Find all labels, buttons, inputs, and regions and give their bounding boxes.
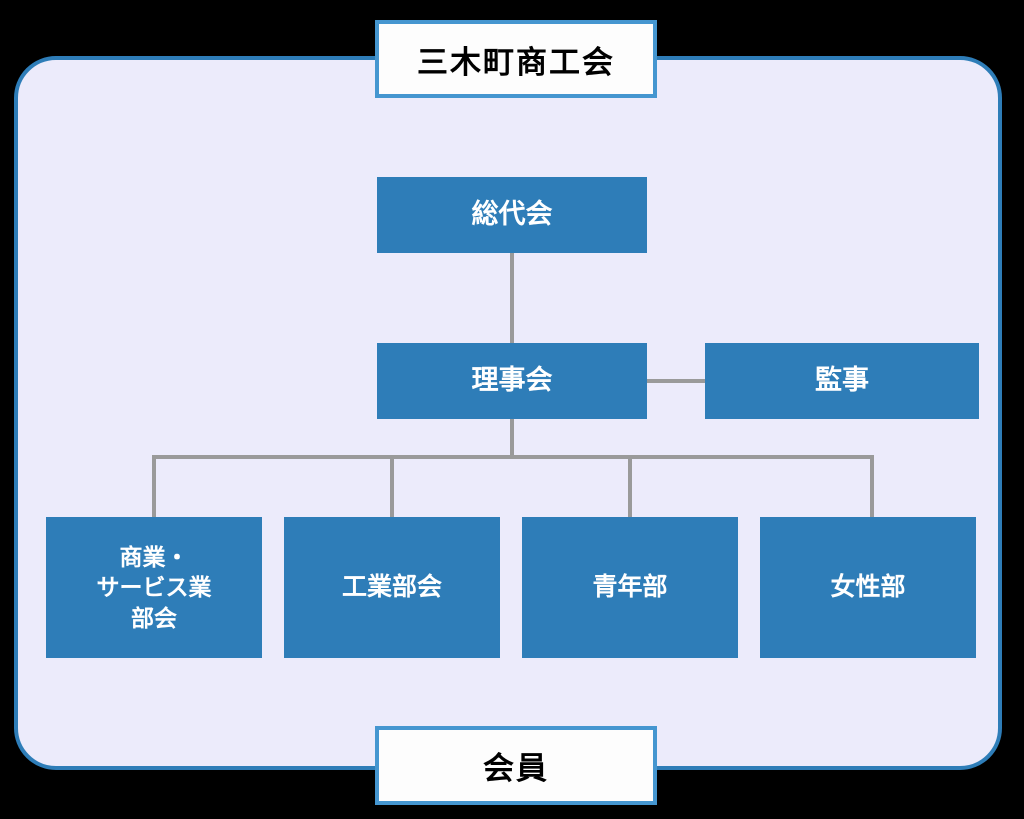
connector-members-up bbox=[510, 658, 514, 726]
node-label-shogyo-line1: 商業・ bbox=[119, 543, 189, 570]
node-label-kogyo: 工業部会 bbox=[341, 573, 442, 601]
connector-drop-shogyo bbox=[152, 455, 156, 518]
node-kogyo-bukai[interactable]: 工業部会 bbox=[284, 517, 500, 658]
node-label-josei: 女性部 bbox=[830, 573, 906, 601]
connector-title-to-soudaikai bbox=[510, 98, 514, 178]
connector-rijikai-down bbox=[510, 418, 514, 458]
node-label-seinen: 青年部 bbox=[592, 573, 668, 601]
connector-rijikai-to-kanji bbox=[646, 379, 706, 383]
node-joseibu[interactable]: 女性部 bbox=[760, 517, 976, 658]
connector-drop-josei bbox=[870, 455, 874, 518]
node-label-kanji: 監事 bbox=[815, 365, 869, 396]
node-label-title: 三木町商工会 bbox=[417, 44, 615, 80]
node-rijikai[interactable]: 理事会 bbox=[377, 343, 647, 419]
node-soudaikai[interactable]: 総代会 bbox=[377, 177, 647, 253]
node-kanji[interactable]: 監事 bbox=[705, 343, 979, 419]
connector-horizontal-bus bbox=[152, 455, 874, 459]
connector-soudaikai-to-rijikai bbox=[510, 252, 514, 344]
node-label-rijikai: 理事会 bbox=[471, 365, 553, 396]
node-members-kaiin[interactable]: 会員 bbox=[375, 726, 657, 805]
connector-drop-seinen bbox=[628, 455, 632, 518]
node-label-soudaikai: 総代会 bbox=[471, 199, 553, 230]
node-label-members: 会員 bbox=[483, 751, 549, 786]
node-title-mikicho-shokokai[interactable]: 三木町商工会 bbox=[375, 20, 657, 98]
node-seinenbu[interactable]: 青年部 bbox=[522, 517, 738, 658]
connector-drop-kogyo bbox=[390, 455, 394, 518]
node-label-shogyo-line2: サービス業 bbox=[96, 574, 212, 601]
node-shogyo-service-bukai[interactable]: 商業・ サービス業 部会 bbox=[46, 517, 262, 658]
node-label-shogyo-line3: 部会 bbox=[131, 604, 177, 631]
node-label-shogyo: 商業・ サービス業 部会 bbox=[97, 542, 212, 633]
